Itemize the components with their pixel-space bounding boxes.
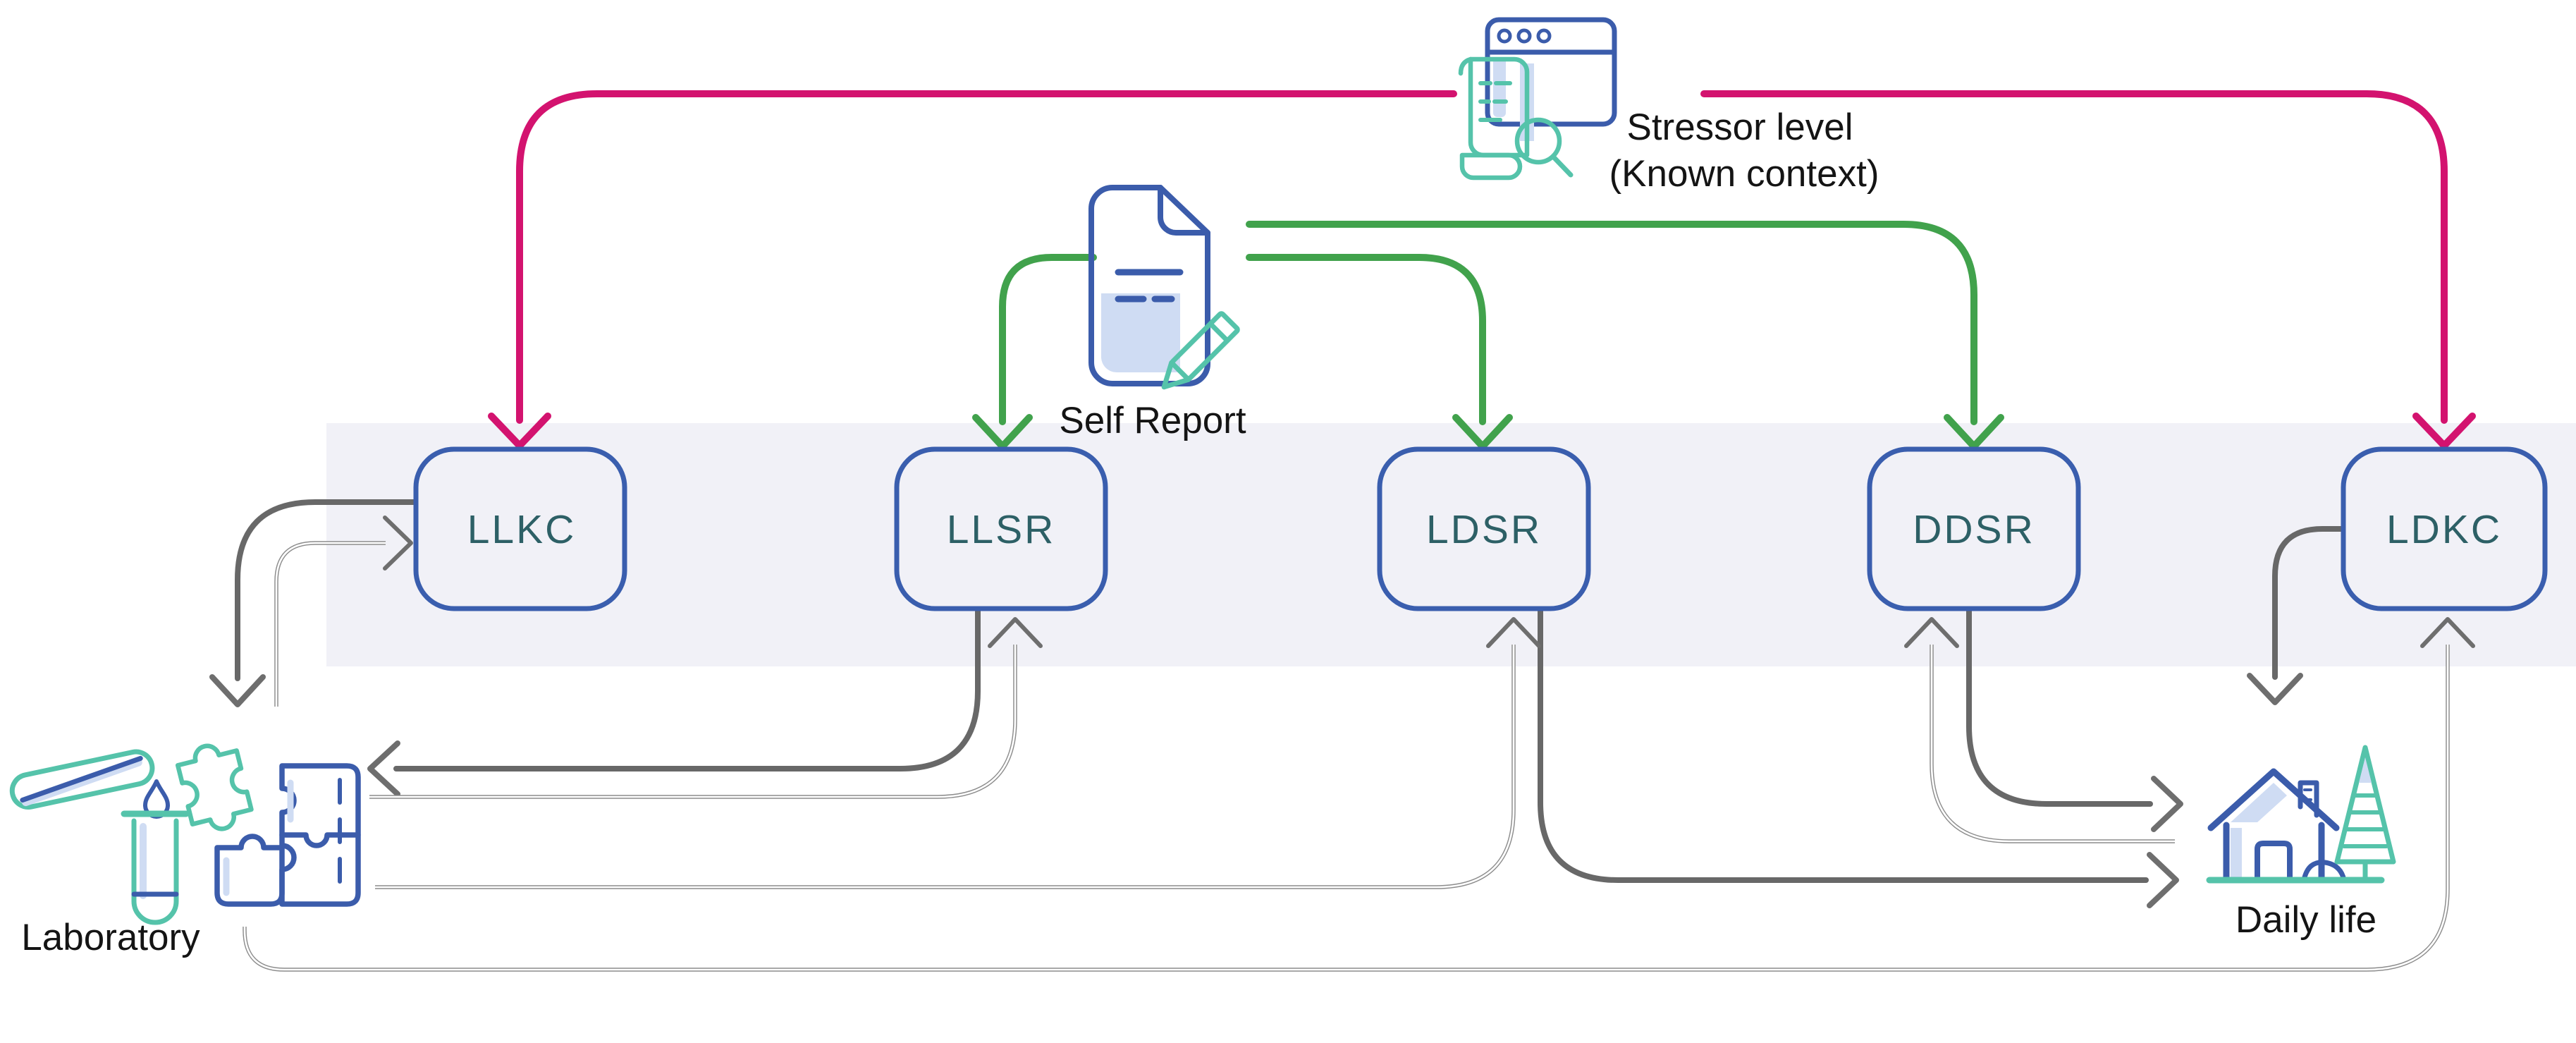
house-roof-icon (2207, 768, 2340, 831)
arrowhead-laboratory-to-ldkc (2420, 617, 2475, 648)
browser-dot-icon (1516, 28, 1532, 44)
node-ldkc-box (2341, 446, 2548, 611)
thin-gray-edges (243, 516, 2475, 972)
arrowhead-selfreport-to-llsr (972, 414, 1033, 450)
arrowhead-ddsr-to-dailylife (2151, 776, 2183, 832)
stressor-label-line1: Stressor level (1626, 106, 1853, 148)
arrowhead-stressor-to-ldkc (2412, 413, 2476, 449)
arrowhead-laboratory-to-llsr (988, 617, 1043, 648)
edge-ddsr-to-dailylife (1966, 606, 2153, 807)
node-llkc-label: LLKC (467, 507, 577, 552)
vial-icon (121, 810, 190, 925)
stressor-known-context-icon (1458, 17, 1617, 181)
node-ldsr-label: LDSR (1426, 507, 1542, 552)
edge-laboratory-to-ldkc (243, 645, 2450, 972)
blue-puzzle-pieces-icon (214, 763, 361, 907)
edge-selfreport-to-llsr (999, 254, 1097, 425)
node-ldkc: LDKC (2341, 446, 2548, 611)
self-report-icon (1088, 185, 1240, 390)
stressor-label-line2: (Known context) (1609, 153, 1879, 195)
arrowhead-stressor-to-llkc (488, 413, 551, 449)
stress-report-scroll-icon (1458, 56, 1574, 181)
laboratory-label: Laboratory (21, 917, 200, 958)
known-context-edges (488, 90, 2476, 449)
node-ddsr-label: DDSR (1913, 507, 2035, 552)
pine-tree-icon (2334, 745, 2396, 883)
node-llkc: LLKC (413, 446, 627, 611)
arrowhead-llsr-to-laboratory (367, 740, 400, 797)
document-icon (1088, 185, 1210, 386)
node-llkc-box (413, 446, 627, 611)
node-ddsr: DDSR (1867, 446, 2081, 611)
laboratory-icon (9, 743, 361, 925)
pouring-tube-icon (9, 749, 155, 810)
self-report-edges (972, 221, 2004, 450)
edge-selfreport-to-ldsr (1246, 254, 1486, 425)
arrowhead-ldsr-to-dailylife (2147, 852, 2179, 908)
document-fold-icon (1158, 185, 1210, 236)
node-llsr-box (894, 446, 1108, 611)
edge-llkc-to-laboratory (235, 499, 419, 681)
browser-dot-icon (1536, 28, 1552, 44)
arrowhead-ldkc-to-dailylife (2247, 673, 2303, 705)
self-report-label: Self Report (1059, 400, 1246, 441)
arrowhead-llkc-to-laboratory (209, 674, 266, 707)
magnifier-icon (1514, 117, 1562, 165)
arrowhead-selfreport-to-ddsr (1944, 414, 2004, 450)
browser-dot-icon (1497, 28, 1512, 44)
teal-puzzle-piece-icon (175, 743, 254, 831)
node-ddsr-box (1867, 446, 2081, 611)
arrowhead-dailylife-to-ddsr (1904, 617, 1959, 648)
node-ldsr: LDSR (1377, 446, 1591, 611)
arrowhead-laboratory-to-llkc (383, 516, 413, 571)
node-ldkc-label: LDKC (2386, 507, 2502, 552)
edge-stressor-to-llkc (516, 90, 1457, 424)
node-llsr: LLSR (894, 446, 1108, 611)
edge-selfreport-to-ddsr (1246, 221, 1977, 425)
daily-life-icon (2206, 745, 2396, 884)
edge-ldsr-to-dailylife (1538, 606, 2149, 883)
arrowhead-selfreport-to-ldsr (1452, 414, 1513, 450)
edge-ldkc-to-dailylife (2272, 526, 2346, 680)
node-llsr-label: LLSR (947, 507, 1056, 552)
daily-life-label: Daily life (2235, 899, 2376, 941)
edge-llsr-to-laboratory (393, 606, 981, 771)
node-ldsr-box (1377, 446, 1591, 611)
edge-stressor-to-ldkc (1700, 90, 2448, 424)
edge-laboratory-to-llsr (369, 645, 1017, 799)
bush-icon (2301, 860, 2347, 883)
solid-gray-edges (209, 499, 2346, 908)
house-door-icon (2255, 841, 2293, 883)
arrowhead-laboratory-to-ldsr (1486, 617, 1541, 648)
pencil-icon (1161, 311, 1240, 390)
